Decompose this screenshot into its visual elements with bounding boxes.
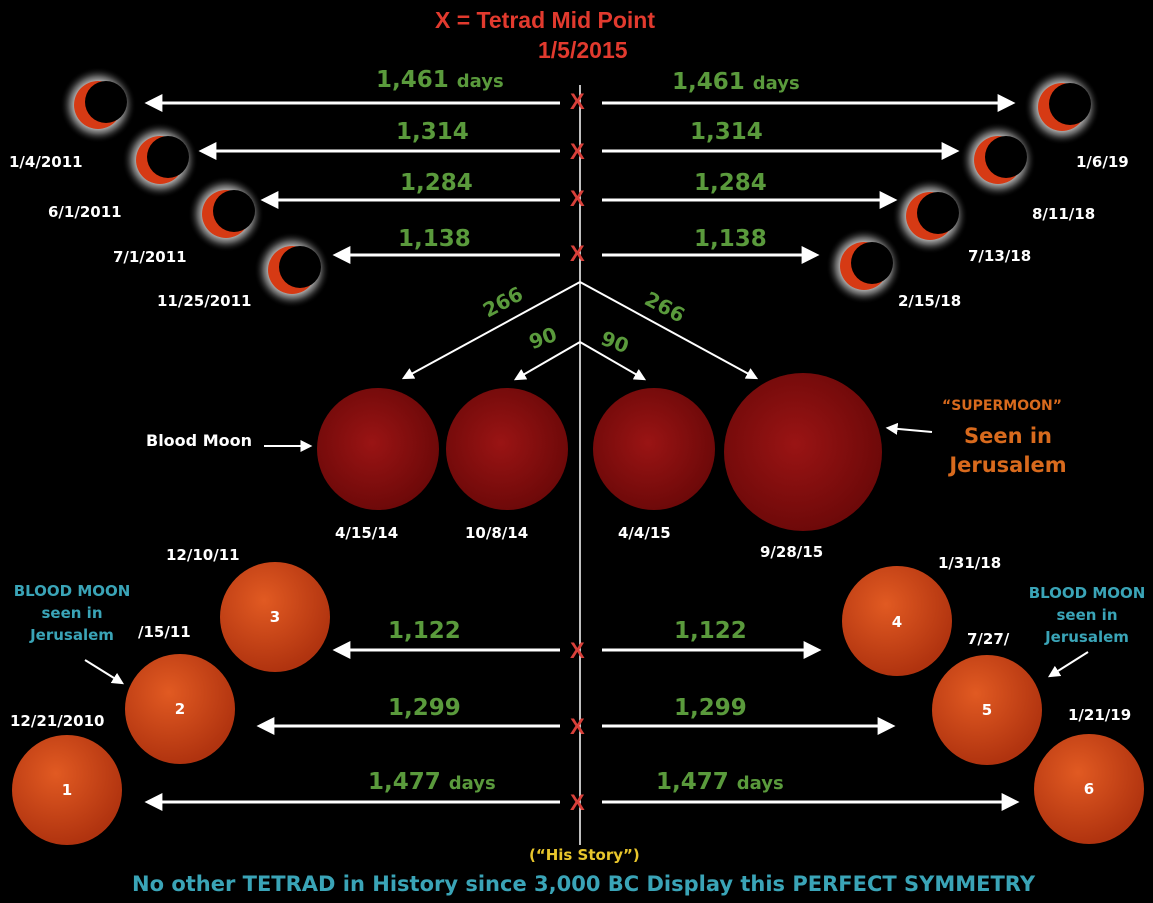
orange-moon-6: [1034, 734, 1144, 844]
caption-line: seen in: [41, 604, 103, 622]
moon-date-4: 9/28/15: [760, 543, 824, 561]
interval-left-4: 1,138: [398, 226, 471, 252]
x-mark: X: [570, 139, 585, 164]
interval-right-b2: 1,299: [674, 695, 747, 721]
x-mark: X: [570, 241, 585, 266]
eclipse-icon-left-2: [122, 122, 198, 198]
blood-moon-3: [593, 388, 715, 510]
date-moon-2: /15/11: [138, 623, 191, 641]
seen-in-jerusalem: Seen in Jerusalem: [946, 422, 1070, 480]
arrow-diag-266-left: [401, 281, 581, 380]
arrow-caption-right: [1047, 651, 1089, 678]
interval-left-b2: 1,299: [388, 695, 461, 721]
x-mark: X: [570, 714, 585, 739]
caption-blood-moon-left: BLOOD MOON seen in Jerusalem: [4, 580, 140, 646]
moon-date-3: 4/4/15: [618, 524, 671, 542]
moon-number-4: 4: [891, 613, 903, 631]
eclipse-icon-left-3: [188, 176, 264, 252]
date-right-4: 2/15/18: [898, 292, 962, 310]
interval-left-1: 1,461 days: [376, 67, 504, 93]
orange-moon-5: [932, 655, 1042, 765]
page-title: X = Tetrad Mid Point: [435, 7, 656, 33]
eclipse-icon-right-4: [826, 228, 902, 304]
date-left-3: 7/1/2011: [113, 248, 187, 266]
date-moon-5: 7/27/: [967, 630, 1010, 648]
interval-right-3: 1,284: [694, 170, 767, 196]
orange-moon-1: [12, 735, 122, 845]
orange-moon-2: [125, 654, 235, 764]
arrow-diag-90-right: [579, 341, 647, 381]
his-story-label: (“His Story”): [529, 846, 640, 864]
date-right-2: 8/11/18: [1032, 205, 1096, 223]
blood-moon-4: [724, 373, 882, 531]
date-moon-4: 1/31/18: [938, 554, 1002, 572]
eclipse-icon-right-2: [960, 122, 1036, 198]
moon-number-1: 1: [61, 781, 73, 799]
arrow-caption-left: [84, 659, 125, 685]
caption-line: Jerusalem: [1045, 628, 1129, 646]
interval-left-b1: 1,122: [388, 618, 461, 644]
interval-right-4: 1,138: [694, 226, 767, 252]
jerusalem-line: Jerusalem: [949, 453, 1067, 477]
eclipse-icon-right-1: [1024, 69, 1100, 145]
caption-line: BLOOD MOON: [13, 582, 131, 600]
date-moon-1: 12/21/2010: [10, 712, 105, 730]
arrow-diag-266-right: [579, 281, 759, 380]
date-left-4: 11/25/2011: [157, 292, 252, 310]
orange-moon-3: [220, 562, 330, 672]
x-mark: X: [570, 186, 585, 211]
diagonal-arrows: [264, 281, 933, 452]
blood-moons: [317, 373, 882, 531]
date-moon-6: 1/21/19: [1068, 706, 1132, 724]
orange-moon-4: [842, 566, 952, 676]
date-right-1: 1/6/19: [1076, 153, 1129, 171]
date-left-1: 1/4/2011: [9, 153, 83, 171]
interval-right-1: 1,461 days: [672, 69, 800, 95]
interval-right-b1: 1,122: [674, 618, 747, 644]
eclipse-icon-left-1: [60, 67, 136, 143]
arrow-diag-90-left: [513, 341, 581, 381]
orange-moons: [12, 562, 1144, 845]
caption-blood-moon-right: BLOOD MOON seen in Jerusalem: [1020, 582, 1153, 648]
eclipse-icon-left-4: [254, 232, 330, 308]
caption-line: Jerusalem: [30, 626, 114, 644]
x-mark: X: [570, 638, 585, 663]
supermoon-label: “SUPERMOON”: [942, 398, 1062, 414]
interval-left-3: 1,284: [400, 170, 473, 196]
interval-right-2: 1,314: [690, 119, 763, 145]
blood-moon-1: [317, 388, 439, 510]
date-right-3: 7/13/18: [968, 247, 1032, 265]
moon-date-2: 10/8/14: [465, 524, 529, 542]
moon-number-3: 3: [269, 608, 281, 626]
bottom-arrows: [144, 641, 1020, 811]
moon-date-1: 4/15/14: [335, 524, 399, 542]
blood-moon-label: Blood Moon: [146, 431, 252, 450]
moon-number-6: 6: [1083, 780, 1095, 798]
date-left-2: 6/1/2011: [48, 203, 122, 221]
date-moon-3: 12/10/11: [166, 546, 240, 564]
eclipse-icons: [60, 67, 1100, 308]
x-mark: X: [570, 790, 585, 815]
interval-left-2: 1,314: [396, 119, 469, 145]
caption-line: BLOOD MOON: [1028, 584, 1146, 602]
footer-caption: No other TETRAD in History since 3,000 B…: [132, 872, 1036, 896]
x-mark: X: [570, 89, 585, 114]
seen-in-line: Seen in: [963, 424, 1053, 448]
moon-number-2: 2: [174, 700, 186, 718]
interval-right-b3: 1,477 days: [656, 769, 784, 795]
moon-number-5: 5: [981, 701, 993, 719]
blood-moon-2: [446, 388, 568, 510]
top-arrows: [144, 94, 1016, 264]
interval-left-b3: 1,477 days: [368, 769, 496, 795]
caption-line: seen in: [1056, 606, 1118, 624]
midpoint-date: 1/5/2015: [538, 37, 628, 63]
eclipse-icon-right-3: [892, 178, 968, 254]
arrow-supermoon: [885, 422, 933, 435]
